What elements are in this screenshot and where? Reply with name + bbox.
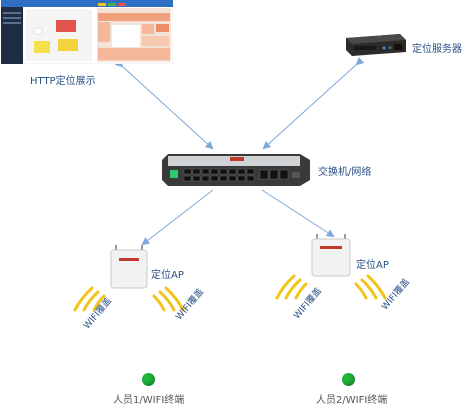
access-point-icon bbox=[110, 245, 148, 289]
wifi-wave-icon bbox=[152, 294, 166, 312]
terminal-2-indicator bbox=[342, 373, 355, 386]
access-point-left bbox=[109, 244, 149, 290]
ap-left-label: 定位AP bbox=[151, 270, 184, 281]
wifi-wave-icon bbox=[275, 274, 296, 300]
server-label: 定位服务器 bbox=[412, 44, 462, 55]
terminal-1-label: 人员1/WIFI终端 bbox=[113, 395, 185, 406]
wifi-wave-icon bbox=[73, 286, 94, 312]
wifi-wave-icon bbox=[164, 286, 185, 312]
arrow-display-switch bbox=[114, 59, 214, 150]
wifi-wave-icon bbox=[92, 294, 106, 312]
access-point-right bbox=[310, 234, 352, 278]
ap-right-label: 定位AP bbox=[356, 260, 389, 271]
arrow-switch-ap-left bbox=[141, 189, 214, 246]
wifi-wave-icon bbox=[360, 278, 378, 300]
switch-icon bbox=[162, 154, 310, 186]
terminal-1-indicator bbox=[142, 373, 155, 386]
wifi-wave-icon bbox=[354, 282, 368, 300]
server-icon bbox=[346, 34, 406, 56]
wifi-wave-icon bbox=[82, 290, 100, 312]
wifi-wave-icon bbox=[158, 290, 176, 312]
switch-label: 交换机/网络 bbox=[318, 167, 372, 178]
location-server bbox=[342, 30, 408, 58]
dashboard-thumbnail bbox=[0, 0, 174, 65]
arrow-switch-ap-right bbox=[261, 189, 335, 238]
http-display-label: HTTP定位展示 bbox=[30, 76, 96, 87]
network-switch bbox=[160, 150, 312, 188]
http-display-screen bbox=[0, 0, 174, 65]
access-point-icon bbox=[311, 234, 351, 277]
wifi-wave-icon bbox=[294, 282, 308, 300]
terminal-2-label: 人员2/WIFI终端 bbox=[316, 395, 388, 406]
arrow-server-switch bbox=[262, 57, 365, 150]
wifi-wave-icon bbox=[284, 278, 302, 300]
wifi-wave-icon bbox=[366, 274, 387, 300]
